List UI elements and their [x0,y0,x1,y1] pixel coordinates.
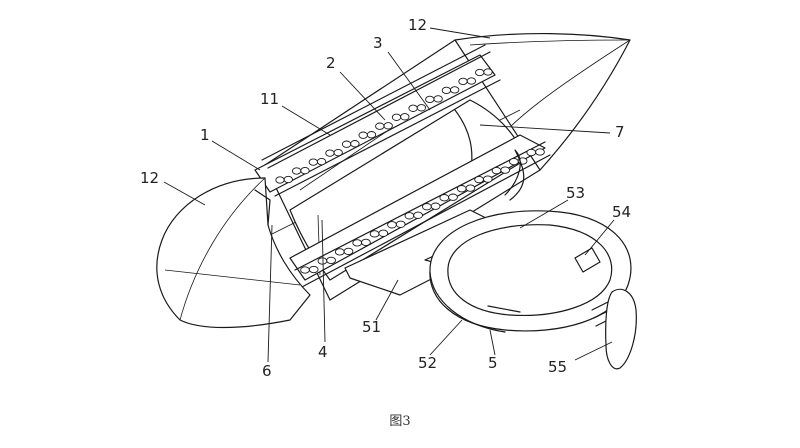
lower-ball-rail [289,134,551,289]
ball [361,238,371,247]
ball [404,212,415,220]
knob [591,288,637,370]
ball [326,256,336,265]
label-4: 4 [318,343,328,361]
ball [458,77,468,86]
ball [366,131,377,139]
ball [422,203,432,211]
ball [535,148,545,156]
ball [483,68,493,76]
ball [413,211,423,219]
ball [441,86,452,95]
label-55: 55 [548,358,567,376]
label-54: 54 [612,203,631,221]
upper-ball-row [275,68,493,184]
ball [400,113,410,121]
label-6: 6 [262,362,272,380]
ball [433,95,443,103]
ball [475,68,485,77]
label-12-right: 12 [408,16,427,34]
ball [491,166,502,175]
ball [317,257,328,265]
ball [308,158,318,166]
label-2: 2 [326,54,336,72]
reference-labels: 12 3 2 11 7 1 12 53 54 51 4 52 5 55 6 [140,16,631,380]
cable [504,149,525,201]
ball [369,230,380,238]
label-1: 1 [200,126,210,144]
ball [509,157,519,166]
ball [300,166,310,175]
ball [474,175,484,184]
ball [378,229,389,237]
ball [430,202,441,210]
ball [358,131,368,139]
ball [325,149,335,157]
label-53: 53 [566,184,585,202]
ball [526,148,537,157]
lower-ball-row [300,148,545,274]
ball [275,176,285,184]
ball [343,247,354,256]
ball [425,95,435,104]
ball [350,140,360,148]
ball [391,113,402,121]
ball [450,86,460,94]
figure-caption: 图3 [389,414,411,429]
ball [300,266,310,274]
ball [341,140,352,148]
ball [500,166,511,174]
ball [416,104,427,112]
ball [482,175,493,183]
ball [456,185,467,193]
ball [383,122,393,130]
ball [334,248,345,256]
ball [352,239,363,247]
label-51: 51 [362,318,381,336]
ball [375,122,385,130]
ball [333,148,343,157]
label-3: 3 [373,34,383,52]
leader-lines [163,27,615,363]
ball [408,104,418,112]
ball [283,175,293,184]
label-52: 52 [418,354,437,372]
label-7: 7 [615,123,625,141]
label-12-left: 12 [140,169,159,187]
ball [395,220,406,228]
ball [448,193,458,201]
ball [316,157,327,166]
label-5: 5 [488,354,498,372]
ball [387,221,397,229]
ball [439,194,450,202]
ball [291,167,302,175]
upper-ball-rail [254,44,501,197]
ball [465,184,476,192]
ring-handle-assembly [344,209,632,333]
ball [466,77,477,85]
label-11: 11 [260,90,279,108]
ball [308,265,319,274]
left-nose-cone [156,177,311,329]
